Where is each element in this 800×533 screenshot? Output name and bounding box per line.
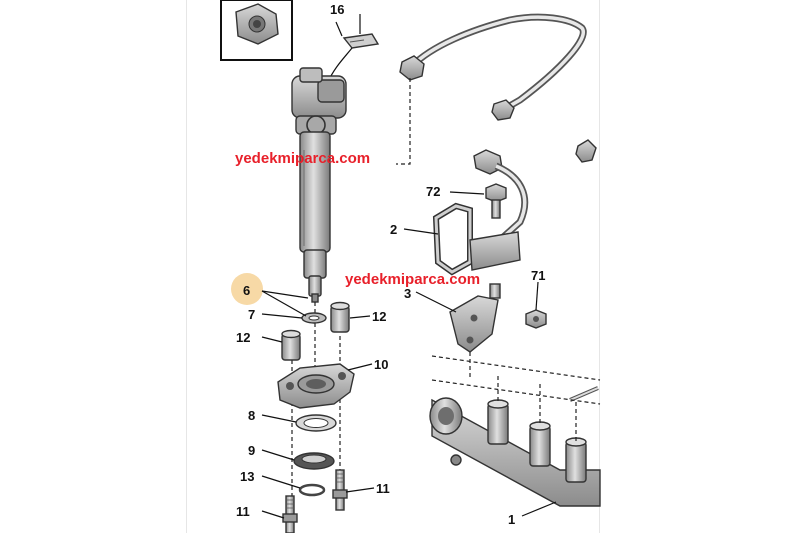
watermark-text-upper: yedekmiparca.com [235,150,370,167]
callout-71: 71 [531,268,545,283]
callout-1: 1 [508,512,515,527]
nut-part-71 [525,309,547,329]
callout-highlight [231,273,263,305]
bushing-part-12-right [330,301,350,333]
injector-part [291,67,347,303]
nut-inset-box [220,0,293,61]
support-part-3 [449,283,501,353]
o-ring-part-13 [298,483,326,497]
leader-12-right [349,315,371,319]
leader-71 [535,281,539,311]
stud-part-11-left [282,495,298,533]
callout-16: 16 [330,2,344,17]
callout-11-left: 11 [236,504,250,519]
fuel-pipe-top [399,13,597,163]
callout-11-right: 11 [376,481,390,496]
clamp-plate-part-10 [277,363,355,409]
callout-2: 2 [390,222,397,237]
leader-2 [403,228,439,235]
bolt-part-72 [485,183,507,219]
callout-10: 10 [374,357,388,372]
watermark-text-lower: yedekmiparca.com [345,271,480,288]
clip-part-16 [327,21,380,83]
callout-12-left: 12 [236,330,250,345]
callout-72: 72 [426,184,440,199]
callout-12-right: 12 [372,309,386,324]
dash-line-rail-top [431,355,601,381]
leader-6b [261,290,307,317]
dash-line-rail-mid [431,379,601,405]
pipe-fitting-part [473,149,529,243]
leader-13 [261,475,301,489]
callout-7: 7 [248,307,255,322]
leader-11-left [261,510,285,519]
leader-10 [347,363,373,371]
leader-7 [261,313,303,319]
leader-9 [261,449,295,461]
stud-part-11-right [332,469,348,511]
bracket-part-2 [432,202,521,276]
fuel-rail-part-1 [429,386,601,507]
leader-72 [449,191,485,195]
leader-6a [261,290,309,299]
bushing-part-12-left [281,329,301,361]
leader-8 [261,414,297,423]
callout-8: 8 [248,408,255,423]
callout-9: 9 [248,443,255,458]
leader-11-right [345,487,375,493]
callout-13: 13 [240,469,254,484]
leader-12-left [261,336,283,343]
callout-3: 3 [404,286,411,301]
callout-6: 6 [243,283,250,298]
leader-3 [415,291,457,313]
leader-1 [521,501,557,517]
dash-line-pipe [396,78,411,165]
